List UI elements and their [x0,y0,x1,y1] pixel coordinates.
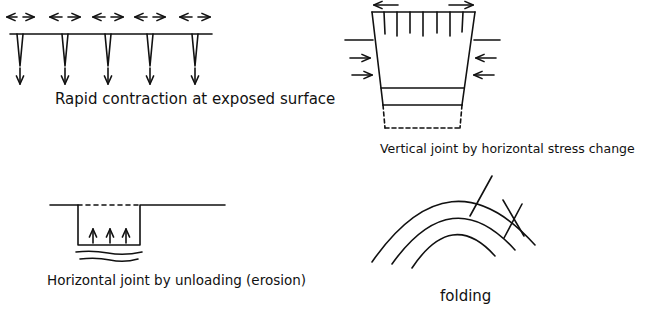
caption-label: folding [440,287,491,305]
stress-arrows [350,5,496,75]
erosion-pit [50,205,225,261]
caption-label: Vertical joint by horizontal stress chan… [380,141,635,156]
caption-label: Horizontal joint by unloading (erosion) [47,272,306,288]
caption-label: Rapid contraction at exposed surface [55,90,335,108]
contraction-surface [10,34,212,66]
contraction-arrows [7,17,210,84]
fold-layers [372,176,535,268]
unloading-arrows [93,229,126,243]
rock-column [345,12,500,128]
